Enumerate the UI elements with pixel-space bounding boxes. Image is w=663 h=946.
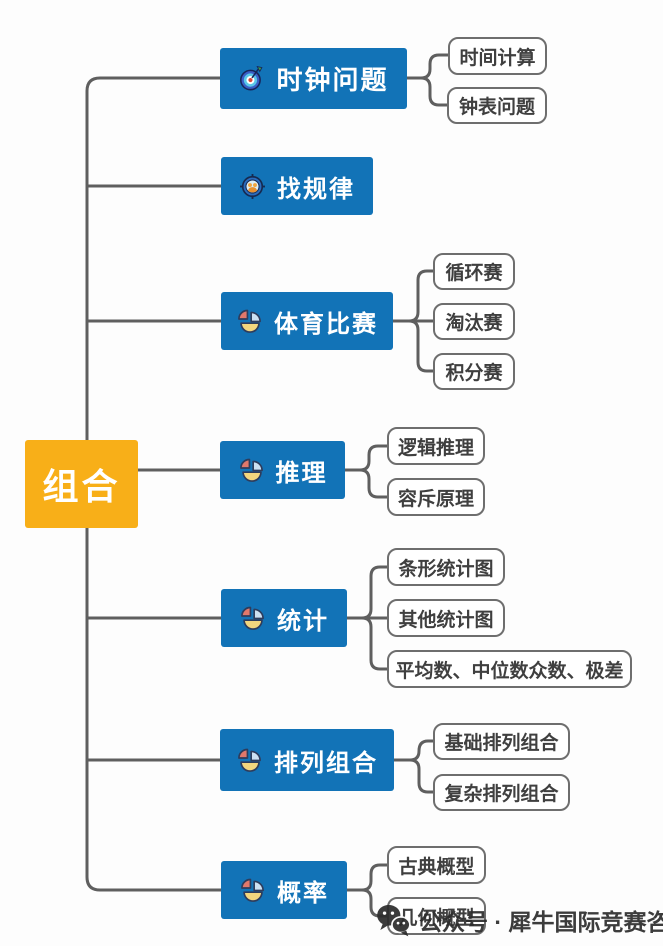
branch-node-clock-problems: 时钟问题 — [220, 48, 407, 109]
pie-chart-icon — [239, 877, 266, 904]
leaf-complex-permutation-combination: 复杂排列组合 — [433, 774, 570, 811]
branch-label: 推理 — [275, 459, 328, 487]
dartboard-icon — [238, 65, 265, 92]
branch-node-reasoning: 推理 — [220, 441, 345, 499]
leaf-time-calculation: 时间计算 — [448, 37, 547, 75]
leaf-other-charts: 其他统计图 — [387, 599, 505, 637]
branch-label: 找规律 — [277, 175, 355, 203]
leaf-clock-face-problems: 钟表问题 — [447, 87, 547, 124]
branch-node-statistics: 统计 — [221, 589, 347, 647]
root-node-combination: 组合 — [25, 440, 138, 528]
leaf-points-competition: 积分赛 — [433, 353, 515, 390]
branch-label: 概率 — [277, 879, 329, 907]
branch-label: 时钟问题 — [276, 65, 389, 95]
watermark: 公众号 · 犀牛国际竞赛咨询 — [374, 901, 663, 939]
leaf-inclusion-exclusion: 容斥原理 — [387, 478, 485, 516]
branch-node-permutation-combination: 排列组合 — [220, 729, 394, 791]
leaf-basic-permutation-combination: 基础排列组合 — [433, 723, 570, 760]
pie-chart-icon — [236, 308, 263, 335]
branch-label: 体育比赛 — [274, 310, 378, 338]
leaf-bar-chart: 条形统计图 — [387, 548, 505, 586]
leaf-knockout: 淘汰赛 — [433, 303, 515, 340]
pie-chart-icon — [238, 457, 265, 484]
leaf-round-robin: 循环赛 — [433, 253, 515, 290]
branch-label: 统计 — [277, 607, 329, 635]
watermark-text: 公众号 · 犀牛国际竞赛咨询 — [419, 909, 663, 935]
pie-chart-icon — [236, 747, 263, 774]
wechat-icon — [374, 901, 412, 939]
branch-label: 排列组合 — [274, 749, 378, 777]
crosshair-people-icon — [239, 173, 266, 200]
branch-node-find-patterns: 找规律 — [221, 157, 373, 215]
leaf-logical-reasoning: 逻辑推理 — [387, 427, 485, 465]
branch-node-sports-competition: 体育比赛 — [221, 292, 393, 350]
pie-chart-icon — [239, 605, 266, 632]
leaf-classical-probability: 古典概型 — [387, 846, 486, 884]
root-label: 组合 — [42, 466, 121, 507]
branch-node-probability: 概率 — [221, 861, 347, 919]
leaf-mean-median-mode-range: 平均数、中位数众数、极差 — [387, 650, 632, 688]
